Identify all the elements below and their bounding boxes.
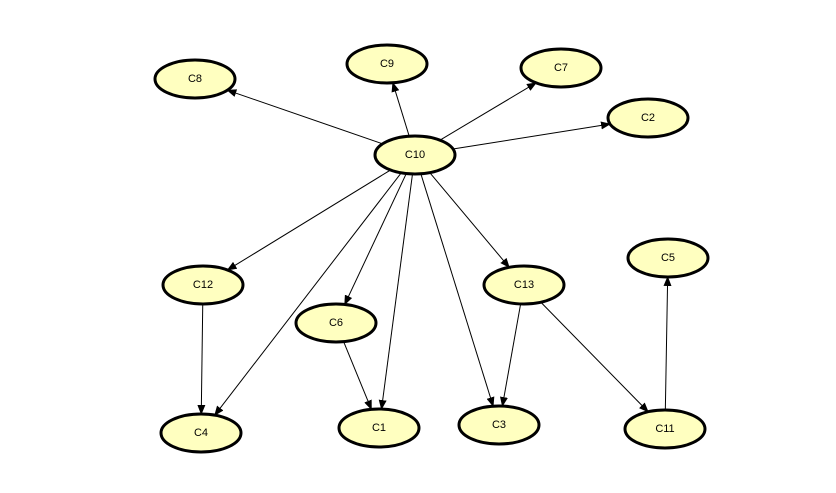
edge-c10-to-c1 (378, 173, 413, 411)
node-label: C1 (372, 422, 386, 434)
node-c3[interactable]: C3 (457, 404, 541, 446)
node-ellipse (294, 302, 378, 344)
edge-c10-to-c2 (452, 121, 612, 150)
node-ellipse (623, 408, 707, 450)
node-label: C4 (194, 427, 208, 439)
node-ellipse (457, 404, 541, 446)
edge-c10-to-c12 (226, 169, 391, 271)
edge-c10-to-c4 (214, 172, 402, 416)
node-c8[interactable]: C8 (153, 58, 237, 100)
edge-c13-to-c3 (500, 303, 522, 408)
node-ellipse (606, 97, 690, 139)
node-ellipse (626, 237, 710, 279)
node-label: C12 (193, 279, 213, 291)
node-c13[interactable]: C13 (482, 264, 566, 306)
node-ellipse (153, 58, 237, 100)
edges-layer (197, 81, 672, 416)
node-ellipse (373, 134, 457, 176)
edge-c10-to-c3 (420, 173, 495, 408)
node-ellipse (159, 412, 243, 454)
node-c6[interactable]: C6 (294, 302, 378, 344)
node-c10[interactable]: C10 (373, 134, 457, 176)
node-ellipse (345, 43, 429, 85)
node-label: C3 (492, 419, 506, 431)
node-ellipse (482, 264, 566, 306)
node-label: C13 (514, 279, 534, 291)
edge-c11-to-c5 (663, 275, 672, 411)
node-c12[interactable]: C12 (161, 264, 245, 306)
node-label: C5 (661, 252, 675, 264)
node-ellipse (519, 47, 603, 89)
edge-c10-to-c13 (429, 172, 510, 269)
node-label: C6 (329, 317, 343, 329)
edge-c13-to-c11 (540, 301, 649, 413)
node-c1[interactable]: C1 (337, 407, 421, 449)
node-label: C10 (405, 149, 425, 161)
node-c7[interactable]: C7 (519, 47, 603, 89)
edge-c10-to-c6 (344, 173, 407, 306)
node-c11[interactable]: C11 (623, 408, 707, 450)
edge-c10-to-c7 (439, 82, 537, 141)
node-label: C11 (655, 423, 674, 435)
node-label: C8 (188, 73, 202, 85)
edge-c10-to-c8 (226, 89, 383, 145)
edge-c10-to-c9 (391, 81, 410, 137)
node-ellipse (161, 264, 245, 306)
node-ellipse (337, 407, 421, 449)
edge-c12-to-c4 (197, 303, 206, 416)
node-label: C9 (380, 58, 394, 70)
node-label: C2 (641, 112, 655, 124)
edge-c6-to-c1 (343, 341, 372, 411)
node-label: C7 (554, 62, 568, 74)
node-c2[interactable]: C2 (606, 97, 690, 139)
node-c9[interactable]: C9 (345, 43, 429, 85)
node-c4[interactable]: C4 (159, 412, 243, 454)
node-c5[interactable]: C5 (626, 237, 710, 279)
